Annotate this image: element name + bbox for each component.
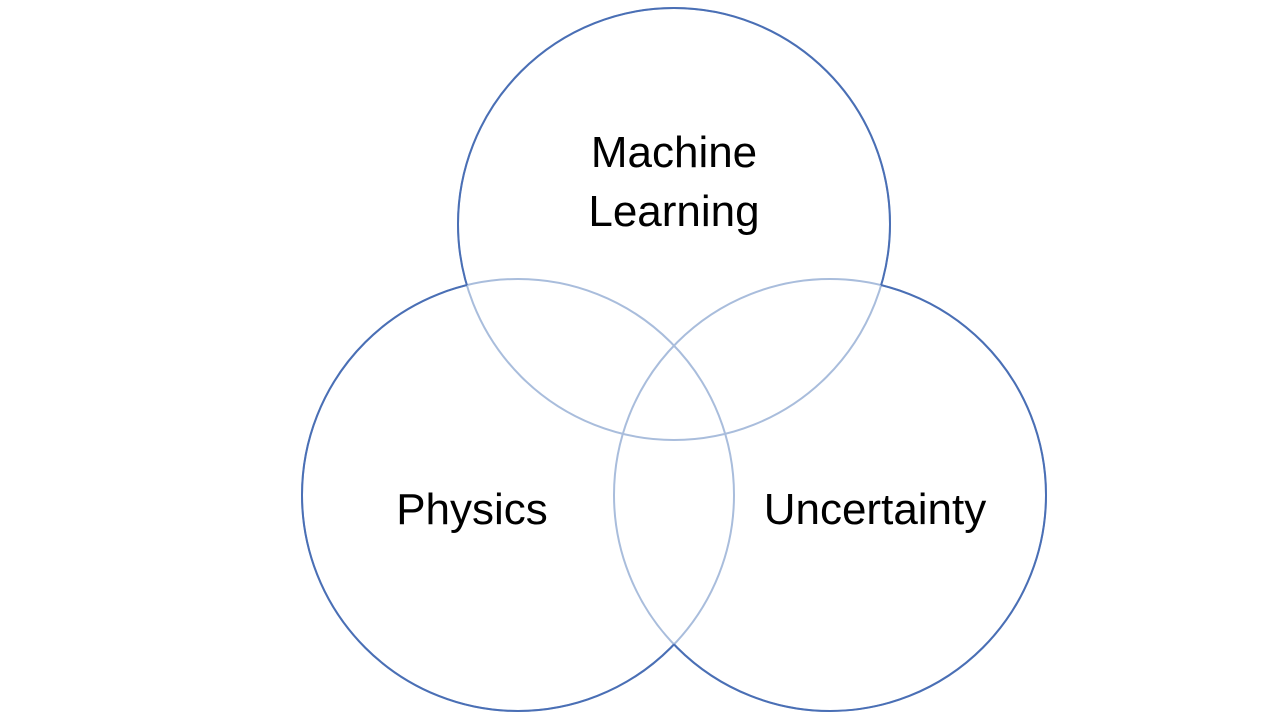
physics-circle [301, 278, 735, 712]
physics-label: Physics [396, 485, 548, 534]
overlap-edges [301, 7, 1047, 712]
machine-learning-label-line-2: Learning [588, 187, 759, 236]
outer-edges [301, 7, 1047, 712]
uncertainty-circle [613, 278, 1047, 712]
machine-learning-circle [457, 7, 891, 441]
uncertainty-label: Uncertainty [764, 485, 987, 534]
machine-learning-label-line-1: Machine [591, 128, 757, 177]
